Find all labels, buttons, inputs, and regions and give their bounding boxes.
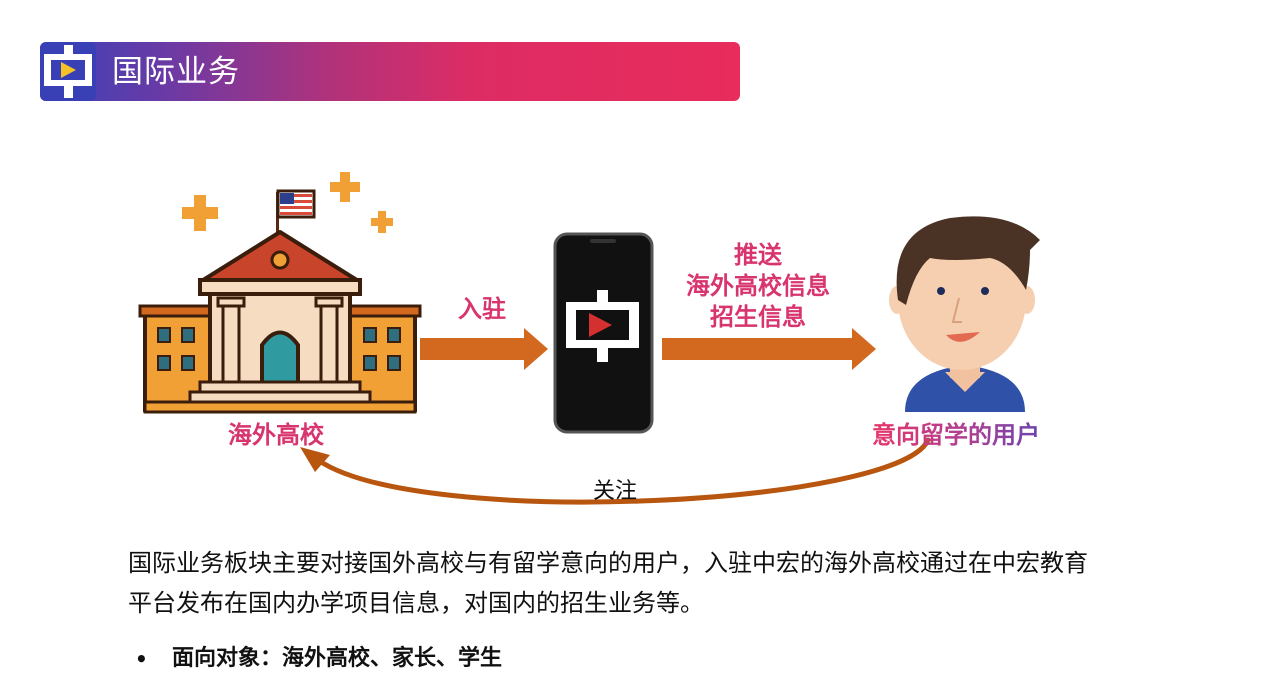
header-bar	[40, 42, 740, 101]
follow-arrow	[300, 437, 931, 505]
follow-label: 关注	[593, 479, 638, 504]
phone-app-icon	[553, 232, 654, 434]
description-paragraph: 国际业务板块主要对接国外高校与有留学意向的用户，入驻中宏的海外高校通过在中宏教育…	[128, 549, 1088, 617]
university-icon	[138, 172, 422, 414]
push-arrow	[662, 328, 876, 370]
user-label: 意向留学的用户	[872, 421, 1040, 449]
bullet-item: 面向对象：海外高校、家长、学生	[172, 646, 503, 671]
student-avatar-icon	[889, 216, 1040, 412]
bullet-marker: •	[135, 647, 148, 671]
school-label: 海外高校	[228, 421, 324, 449]
brand-logo-icon	[40, 42, 96, 101]
push-line: 海外高校信息	[686, 272, 830, 300]
enter-label: 入驻	[458, 295, 506, 323]
push-label: 推送 海外高校信息 招生信息	[668, 240, 848, 333]
push-line: 推送	[734, 241, 782, 269]
push-line: 招生信息	[710, 303, 806, 331]
enter-arrow	[420, 328, 548, 370]
page-title: 国际业务	[112, 54, 240, 90]
